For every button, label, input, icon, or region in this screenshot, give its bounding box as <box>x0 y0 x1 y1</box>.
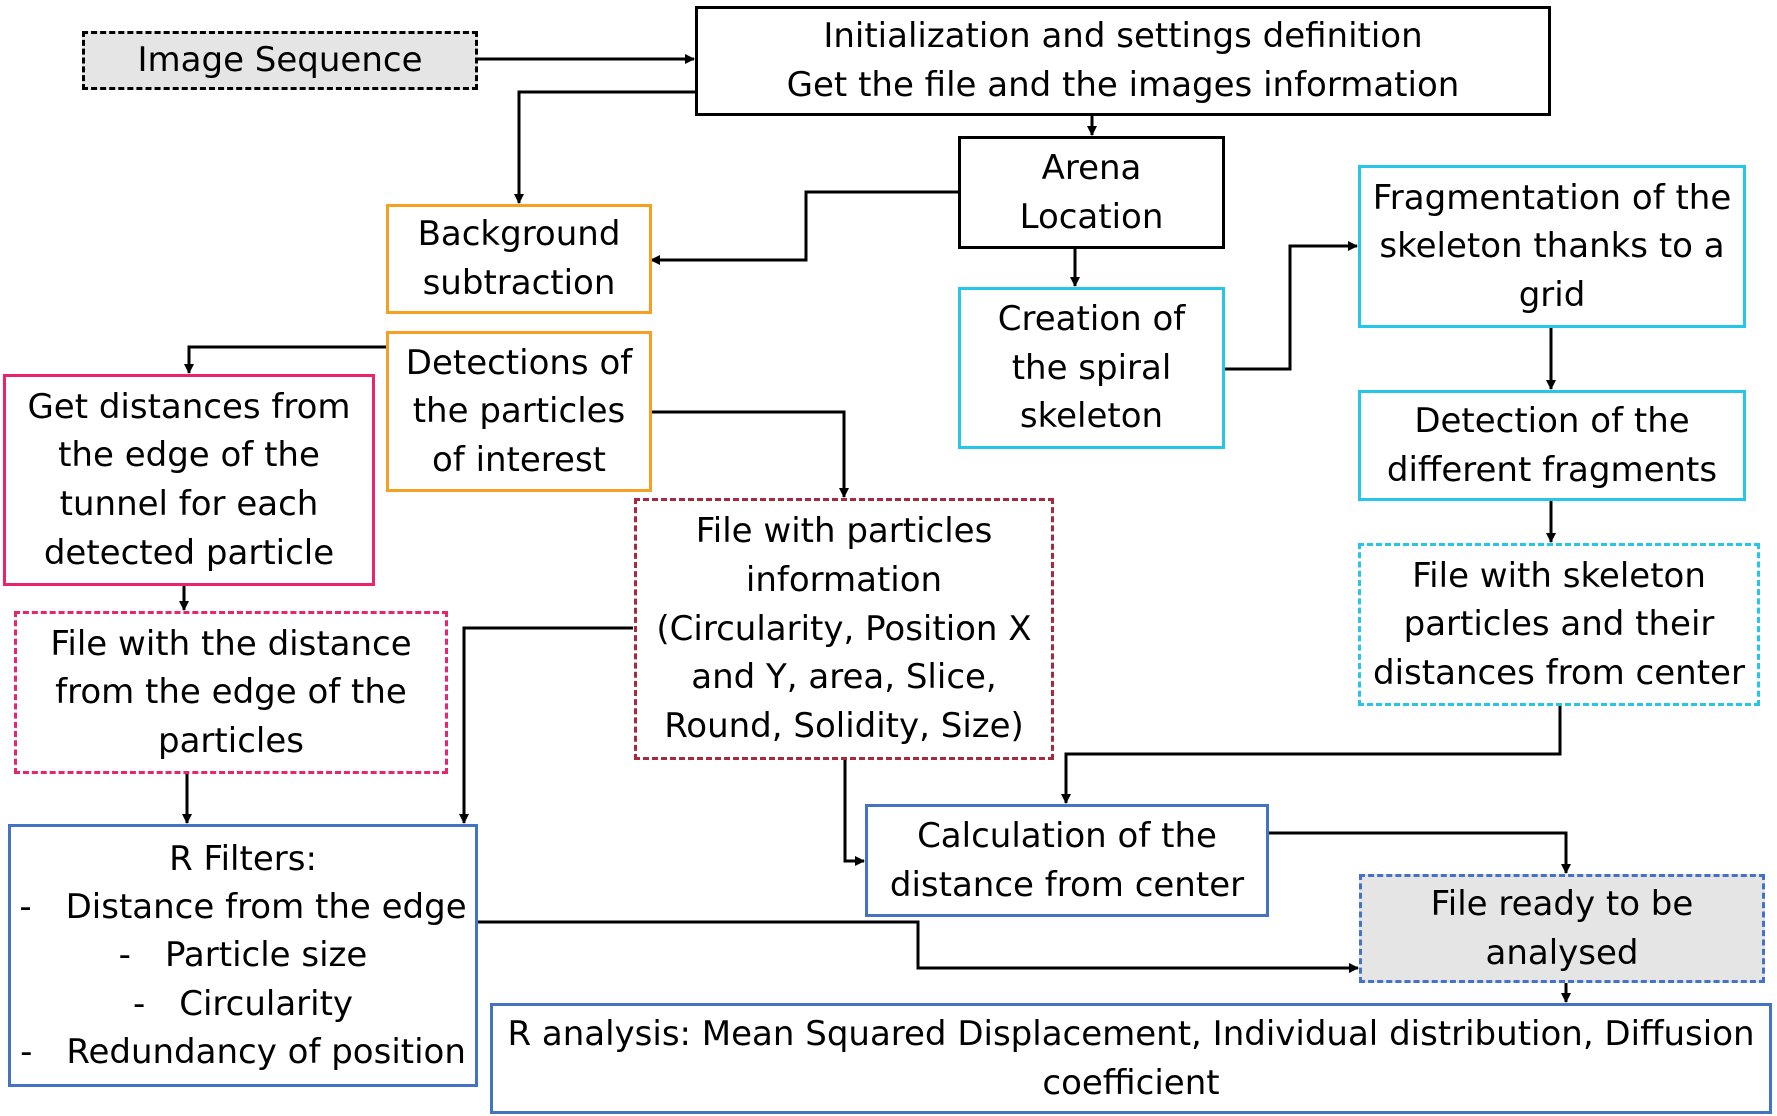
node-line: skeleton thanks to a <box>1379 226 1725 267</box>
arrow-init-to-background <box>514 90 695 204</box>
list-dash: - <box>132 983 146 1024</box>
list-dash: - <box>20 1031 33 1072</box>
node-line: (Circularity, Position X <box>656 608 1032 649</box>
node-line: of interest <box>431 439 607 480</box>
node-line: File with the distance <box>50 623 412 664</box>
node-line: the spiral <box>1011 347 1172 388</box>
image-sequence-node: Image Sequence <box>82 31 478 90</box>
arrow-fileparticles-to-rfilters <box>459 626 633 824</box>
r-filters-node: R Filters: - Distance from the edge - Pa… <box>8 824 478 1087</box>
detections-particles-node: Detections of the particles of interest <box>386 331 652 492</box>
node-line: distance from center <box>889 864 1245 905</box>
r-filter-item: - Circularity <box>133 980 353 1028</box>
file-skeleton-node: File with skeleton particles and their d… <box>1358 543 1760 706</box>
arrow-fileskeleton-to-calc <box>1061 706 1562 804</box>
r-filter-text: Circularity <box>179 983 354 1024</box>
file-distance-node: File with the distance from the edge of … <box>14 611 448 774</box>
initialization-node: Initialization and settings definition G… <box>695 6 1551 116</box>
r-filters-title: R Filters: <box>169 838 317 879</box>
file-particles-node: File with particles information (Circula… <box>634 498 1054 760</box>
node-line: File ready to be <box>1430 883 1694 924</box>
r-filter-text: Redundancy of position <box>66 1031 466 1072</box>
node-line: Image Sequence <box>137 40 423 81</box>
r-analysis-node: R analysis: Mean Squared Displacement, I… <box>490 1003 1772 1114</box>
fragmentation-node: Fragmentation of the skeleton thanks to … <box>1358 165 1746 328</box>
node-line: grid <box>1518 274 1586 315</box>
node-line: Calculation of the <box>917 815 1217 856</box>
arrow-rfilters-to-fileready <box>476 920 1359 973</box>
r-filter-text: Particle size <box>164 935 368 976</box>
arrow-calc-to-fileready <box>1268 831 1571 874</box>
r-filter-item: - Particle size <box>119 931 368 979</box>
node-line: Detections of <box>405 342 633 383</box>
node-line: skeleton <box>1019 396 1164 437</box>
node-line: the particles <box>412 391 626 432</box>
arena-location-node: Arena Location <box>958 136 1225 249</box>
node-line: Get the file and the images information <box>786 65 1460 105</box>
list-dash: - <box>19 887 32 928</box>
node-line: Round, Solidity, Size) <box>664 705 1024 746</box>
r-filter-text: Distance from the edge <box>65 887 467 928</box>
node-line: Background <box>417 214 621 255</box>
node-line: File with skeleton <box>1412 555 1706 596</box>
r-filter-item: - Redundancy of position <box>20 1028 466 1076</box>
node-line: Arena <box>1041 147 1142 188</box>
node-line: tunnel for each <box>59 484 319 524</box>
detection-fragments-node: Detection of the different fragments <box>1358 390 1746 501</box>
node-line: Fragmentation of the <box>1372 177 1732 218</box>
node-line: Creation of <box>997 299 1186 340</box>
node-line: Get distances from <box>27 386 351 427</box>
arrow-fileparticles-to-calc <box>843 760 865 866</box>
node-line: detected particle <box>43 532 335 573</box>
list-dash: - <box>118 935 131 976</box>
node-line: different fragments <box>1386 449 1718 490</box>
calculation-distance-node: Calculation of the distance from center <box>865 804 1269 917</box>
node-line: Initialization and settings definition <box>823 16 1423 57</box>
node-line: File with particles <box>695 511 993 552</box>
node-line: particles <box>158 720 304 761</box>
node-line: distances from center <box>1373 652 1745 693</box>
node-line: R analysis: Mean Squared Displacement, I… <box>507 1013 1755 1054</box>
node-line: analysed <box>1485 932 1639 973</box>
node-line: coefficient <box>1042 1062 1220 1103</box>
node-line: and Y, area, Slice, <box>691 657 997 698</box>
node-line: information <box>745 560 943 601</box>
node-line: Location <box>1019 196 1164 237</box>
arrow-spiral-to-fragmentation <box>1225 241 1358 371</box>
arrow-detections-to-fileparticles <box>652 410 849 498</box>
node-line: the edge of the <box>58 435 320 476</box>
file-ready-node: File ready to be analysed <box>1359 874 1765 983</box>
background-subtraction-node: Background subtraction <box>386 204 652 314</box>
arrow-detections-to-getdistances <box>184 345 387 374</box>
get-distances-node: Get distances from the edge of the tunne… <box>3 374 375 586</box>
node-line: subtraction <box>422 263 616 303</box>
node-line: from the edge of the <box>55 672 407 713</box>
r-filter-item: - Distance from the edge <box>19 883 466 931</box>
spiral-skeleton-node: Creation of the spiral skeleton <box>958 287 1225 449</box>
arrow-arena-to-background <box>650 190 958 265</box>
node-line: Detection of the <box>1414 400 1690 441</box>
node-line: particles and their <box>1403 604 1715 645</box>
